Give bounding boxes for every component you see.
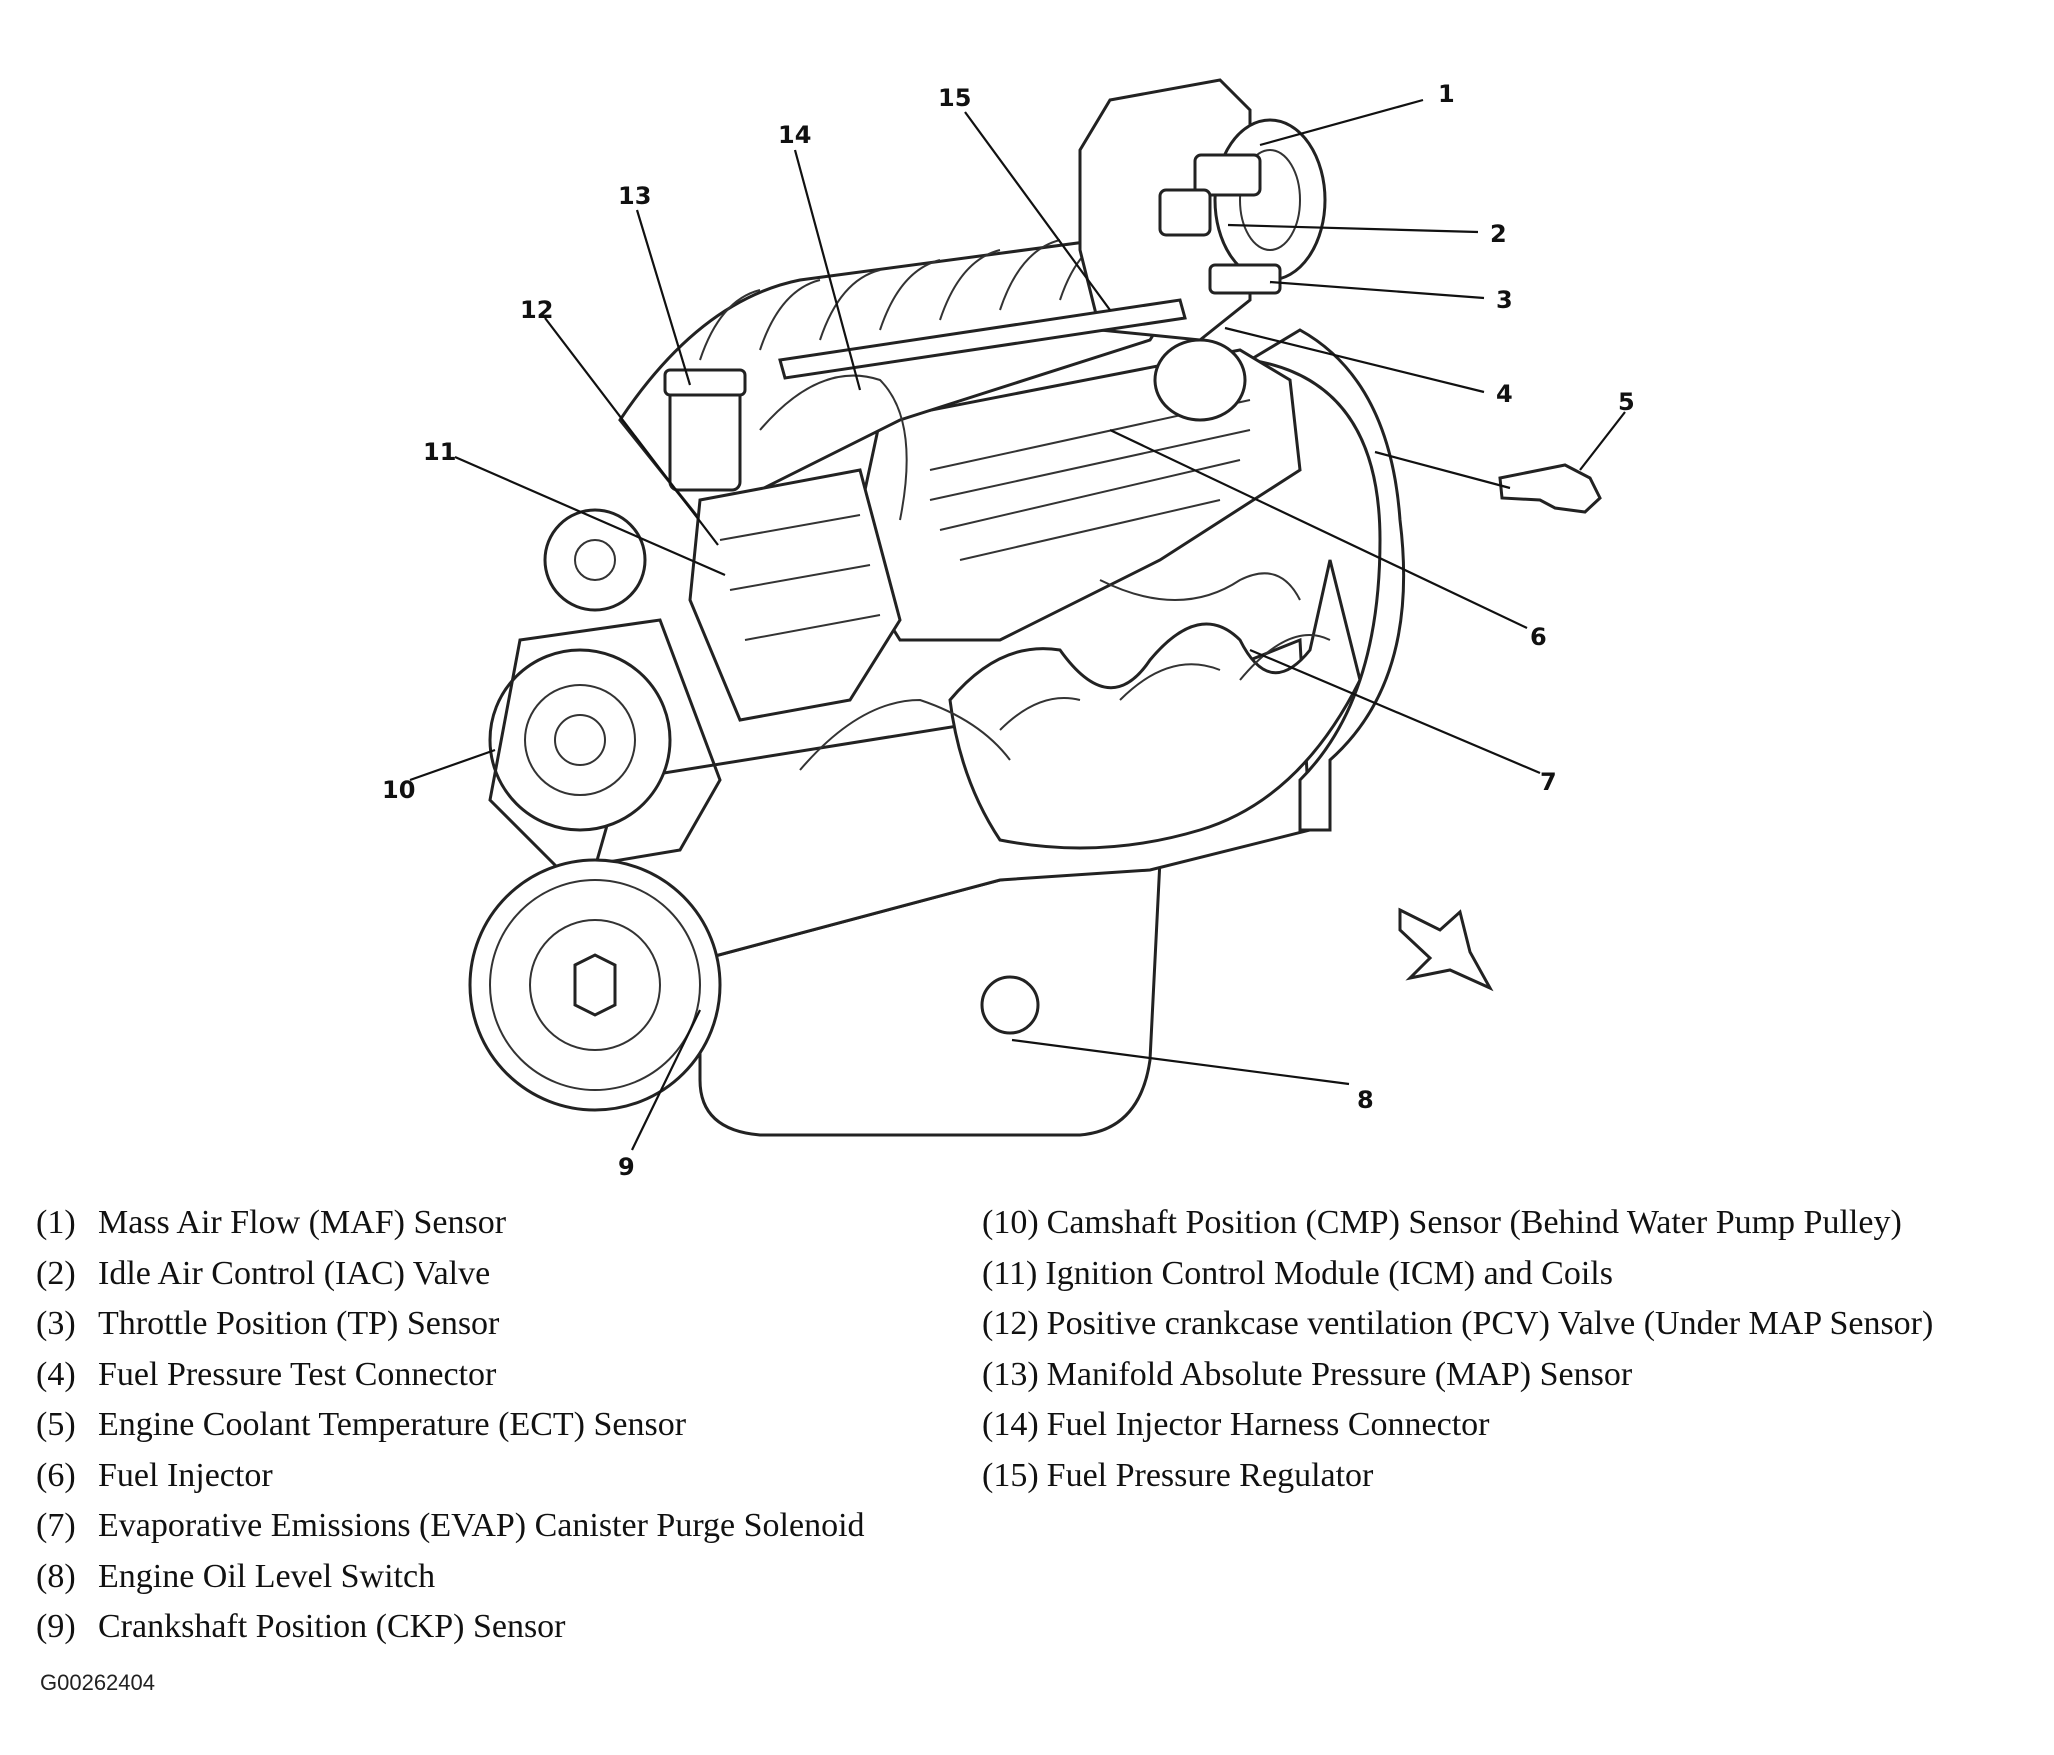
callout-10: 10 — [382, 776, 415, 804]
callout-7: 7 — [1540, 768, 1557, 796]
legend-item-6: (6)Fuel Injector — [36, 1456, 273, 1494]
callout-14: 14 — [778, 121, 811, 149]
figure-id: G00262404 — [40, 1670, 155, 1695]
callout-4: 4 — [1496, 380, 1513, 408]
legend-item-12: (12)Positive crankcase ventilation (PCV)… — [982, 1305, 1934, 1342]
legend-item-10: (10)Camshaft Position (CMP) Sensor (Behi… — [982, 1204, 1902, 1241]
legend-left-column: (1)Mass Air Flow (MAF) Sensor (2)Idle Ai… — [36, 1198, 865, 1653]
callout-13: 13 — [618, 182, 651, 210]
legend-item-5: (5)Engine Coolant Temperature (ECT) Sens… — [36, 1406, 687, 1443]
legend-right-column: (10)Camshaft Position (CMP) Sensor (Behi… — [982, 1198, 1933, 1501]
leader-lines — [409, 98, 1626, 1151]
legend-item-8: (8)Engine Oil Level Switch — [36, 1557, 436, 1595]
callout-3: 3 — [1496, 286, 1513, 314]
legend-item-2: (2)Idle Air Control (IAC) Valve — [36, 1254, 491, 1292]
legend-item-7: (7)Evaporative Emissions (EVAP) Canister… — [36, 1507, 865, 1544]
callout-labels: 1 2 3 4 5 6 7 8 9 10 11 12 13 14 15 — [382, 80, 1635, 1181]
engine-diagram: 1 2 3 4 5 6 7 8 9 10 11 12 13 14 15 — [382, 78, 1635, 1181]
legend: (1)Mass Air Flow (MAF) Sensor (2)Idle Ai… — [0, 1198, 2054, 1658]
engine-illustration — [468, 78, 1602, 1137]
legend-item-14: (14)Fuel Injector Harness Connector — [982, 1406, 1490, 1443]
callout-12: 12 — [520, 296, 553, 324]
callout-9: 9 — [618, 1153, 635, 1181]
callout-5: 5 — [1618, 388, 1635, 416]
legend-item-3: (3)Throttle Position (TP) Sensor — [36, 1305, 500, 1342]
callout-1: 1 — [1438, 80, 1455, 108]
callout-15: 15 — [938, 84, 971, 112]
legend-item-13: (13)Manifold Absolute Pressure (MAP) Sen… — [982, 1355, 1633, 1393]
callout-6: 6 — [1530, 623, 1547, 651]
callout-8: 8 — [1357, 1086, 1374, 1114]
legend-item-15: (15)Fuel Pressure Regulator — [982, 1456, 1374, 1494]
legend-item-1: (1)Mass Air Flow (MAF) Sensor — [36, 1204, 507, 1241]
legend-item-11: (11)Ignition Control Module (ICM) and Co… — [982, 1254, 1613, 1292]
callout-2: 2 — [1490, 220, 1507, 248]
legend-item-4: (4)Fuel Pressure Test Connector — [36, 1355, 497, 1393]
legend-item-9: (9)Crankshaft Position (CKP) Sensor — [36, 1608, 566, 1645]
callout-11: 11 — [423, 438, 456, 466]
